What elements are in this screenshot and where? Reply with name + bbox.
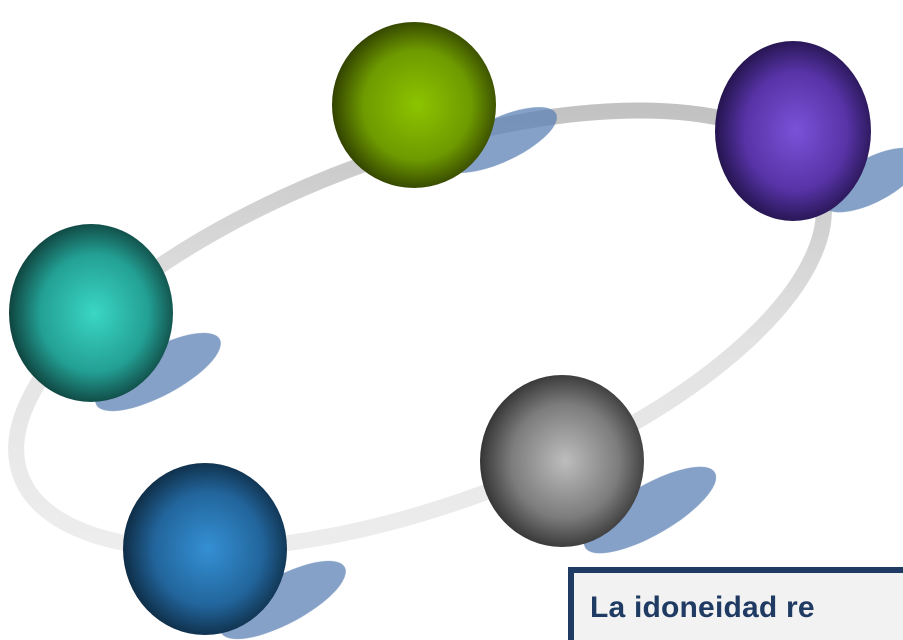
teal-sphere	[9, 224, 173, 402]
caption-box: La idoneidad re	[568, 567, 903, 640]
purple-sphere	[715, 41, 871, 221]
green-sphere	[332, 22, 496, 188]
purple-sphere-shadow	[822, 147, 903, 213]
gray-sphere	[480, 375, 644, 547]
blue-sphere	[123, 463, 287, 635]
gray-sphere-shadow	[583, 466, 717, 554]
caption-text: La idoneidad re	[590, 591, 815, 624]
